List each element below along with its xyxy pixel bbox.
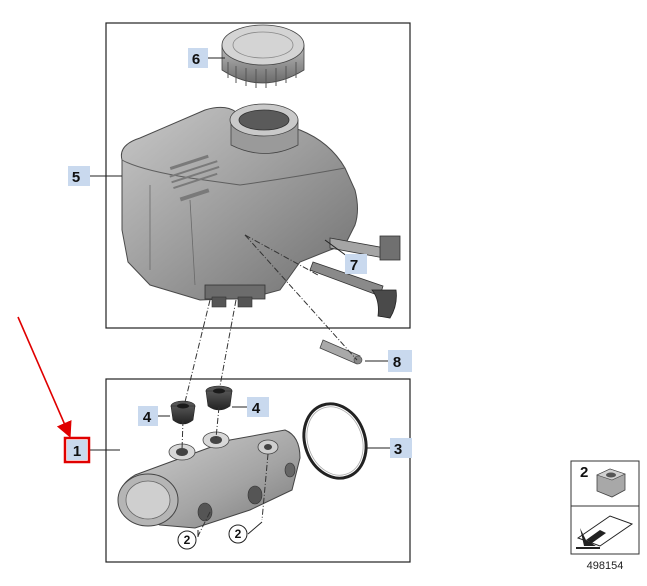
assembly-lines: [181, 234, 358, 537]
callout-6[interactable]: 6: [188, 48, 208, 68]
callout-7[interactable]: 7: [345, 254, 367, 274]
callout-4-right[interactable]: 4: [247, 397, 269, 417]
callout-8[interactable]: 8: [388, 350, 412, 372]
callout-4-left[interactable]: 4: [138, 406, 158, 426]
svg-text:4: 4: [252, 400, 261, 417]
leader-lines: [88, 57, 390, 537]
svg-text:2: 2: [235, 527, 242, 541]
svg-text:1: 1: [73, 443, 81, 460]
svg-text:5: 5: [72, 169, 80, 186]
legend-box: 2 498154: [570, 460, 640, 572]
callout-1[interactable]: 1: [63, 436, 91, 464]
reservoir-cap: [221, 24, 305, 88]
brake-master-cylinder: [117, 429, 301, 529]
svg-text:6: 6: [192, 51, 200, 68]
hex-nut-icon: [596, 468, 626, 498]
svg-text:8: 8: [393, 354, 401, 371]
callout-3[interactable]: 3: [390, 438, 412, 458]
svg-text:2: 2: [184, 533, 191, 547]
o-ring: [302, 402, 368, 480]
legend-part-number: 2: [580, 464, 588, 481]
highlight-box: [63, 436, 91, 464]
grommet-right: [205, 385, 233, 411]
connector-pin: [319, 339, 363, 365]
callout-2-right[interactable]: 2: [228, 524, 248, 544]
callout-5[interactable]: 5: [68, 166, 90, 186]
svg-text:4: 4: [143, 409, 152, 426]
red-pointer-arrow: [17, 316, 72, 438]
fluid-reservoir: [120, 103, 358, 308]
callout-2-left[interactable]: 2: [177, 530, 197, 550]
level-sensor: [309, 235, 401, 319]
svg-text:7: 7: [350, 257, 358, 274]
svg-text:3: 3: [394, 441, 402, 458]
grommet-left: [170, 400, 196, 425]
direction-plate-icon: [576, 515, 634, 549]
lower-frame: [105, 378, 411, 563]
diagram-code: 498154: [587, 560, 624, 572]
